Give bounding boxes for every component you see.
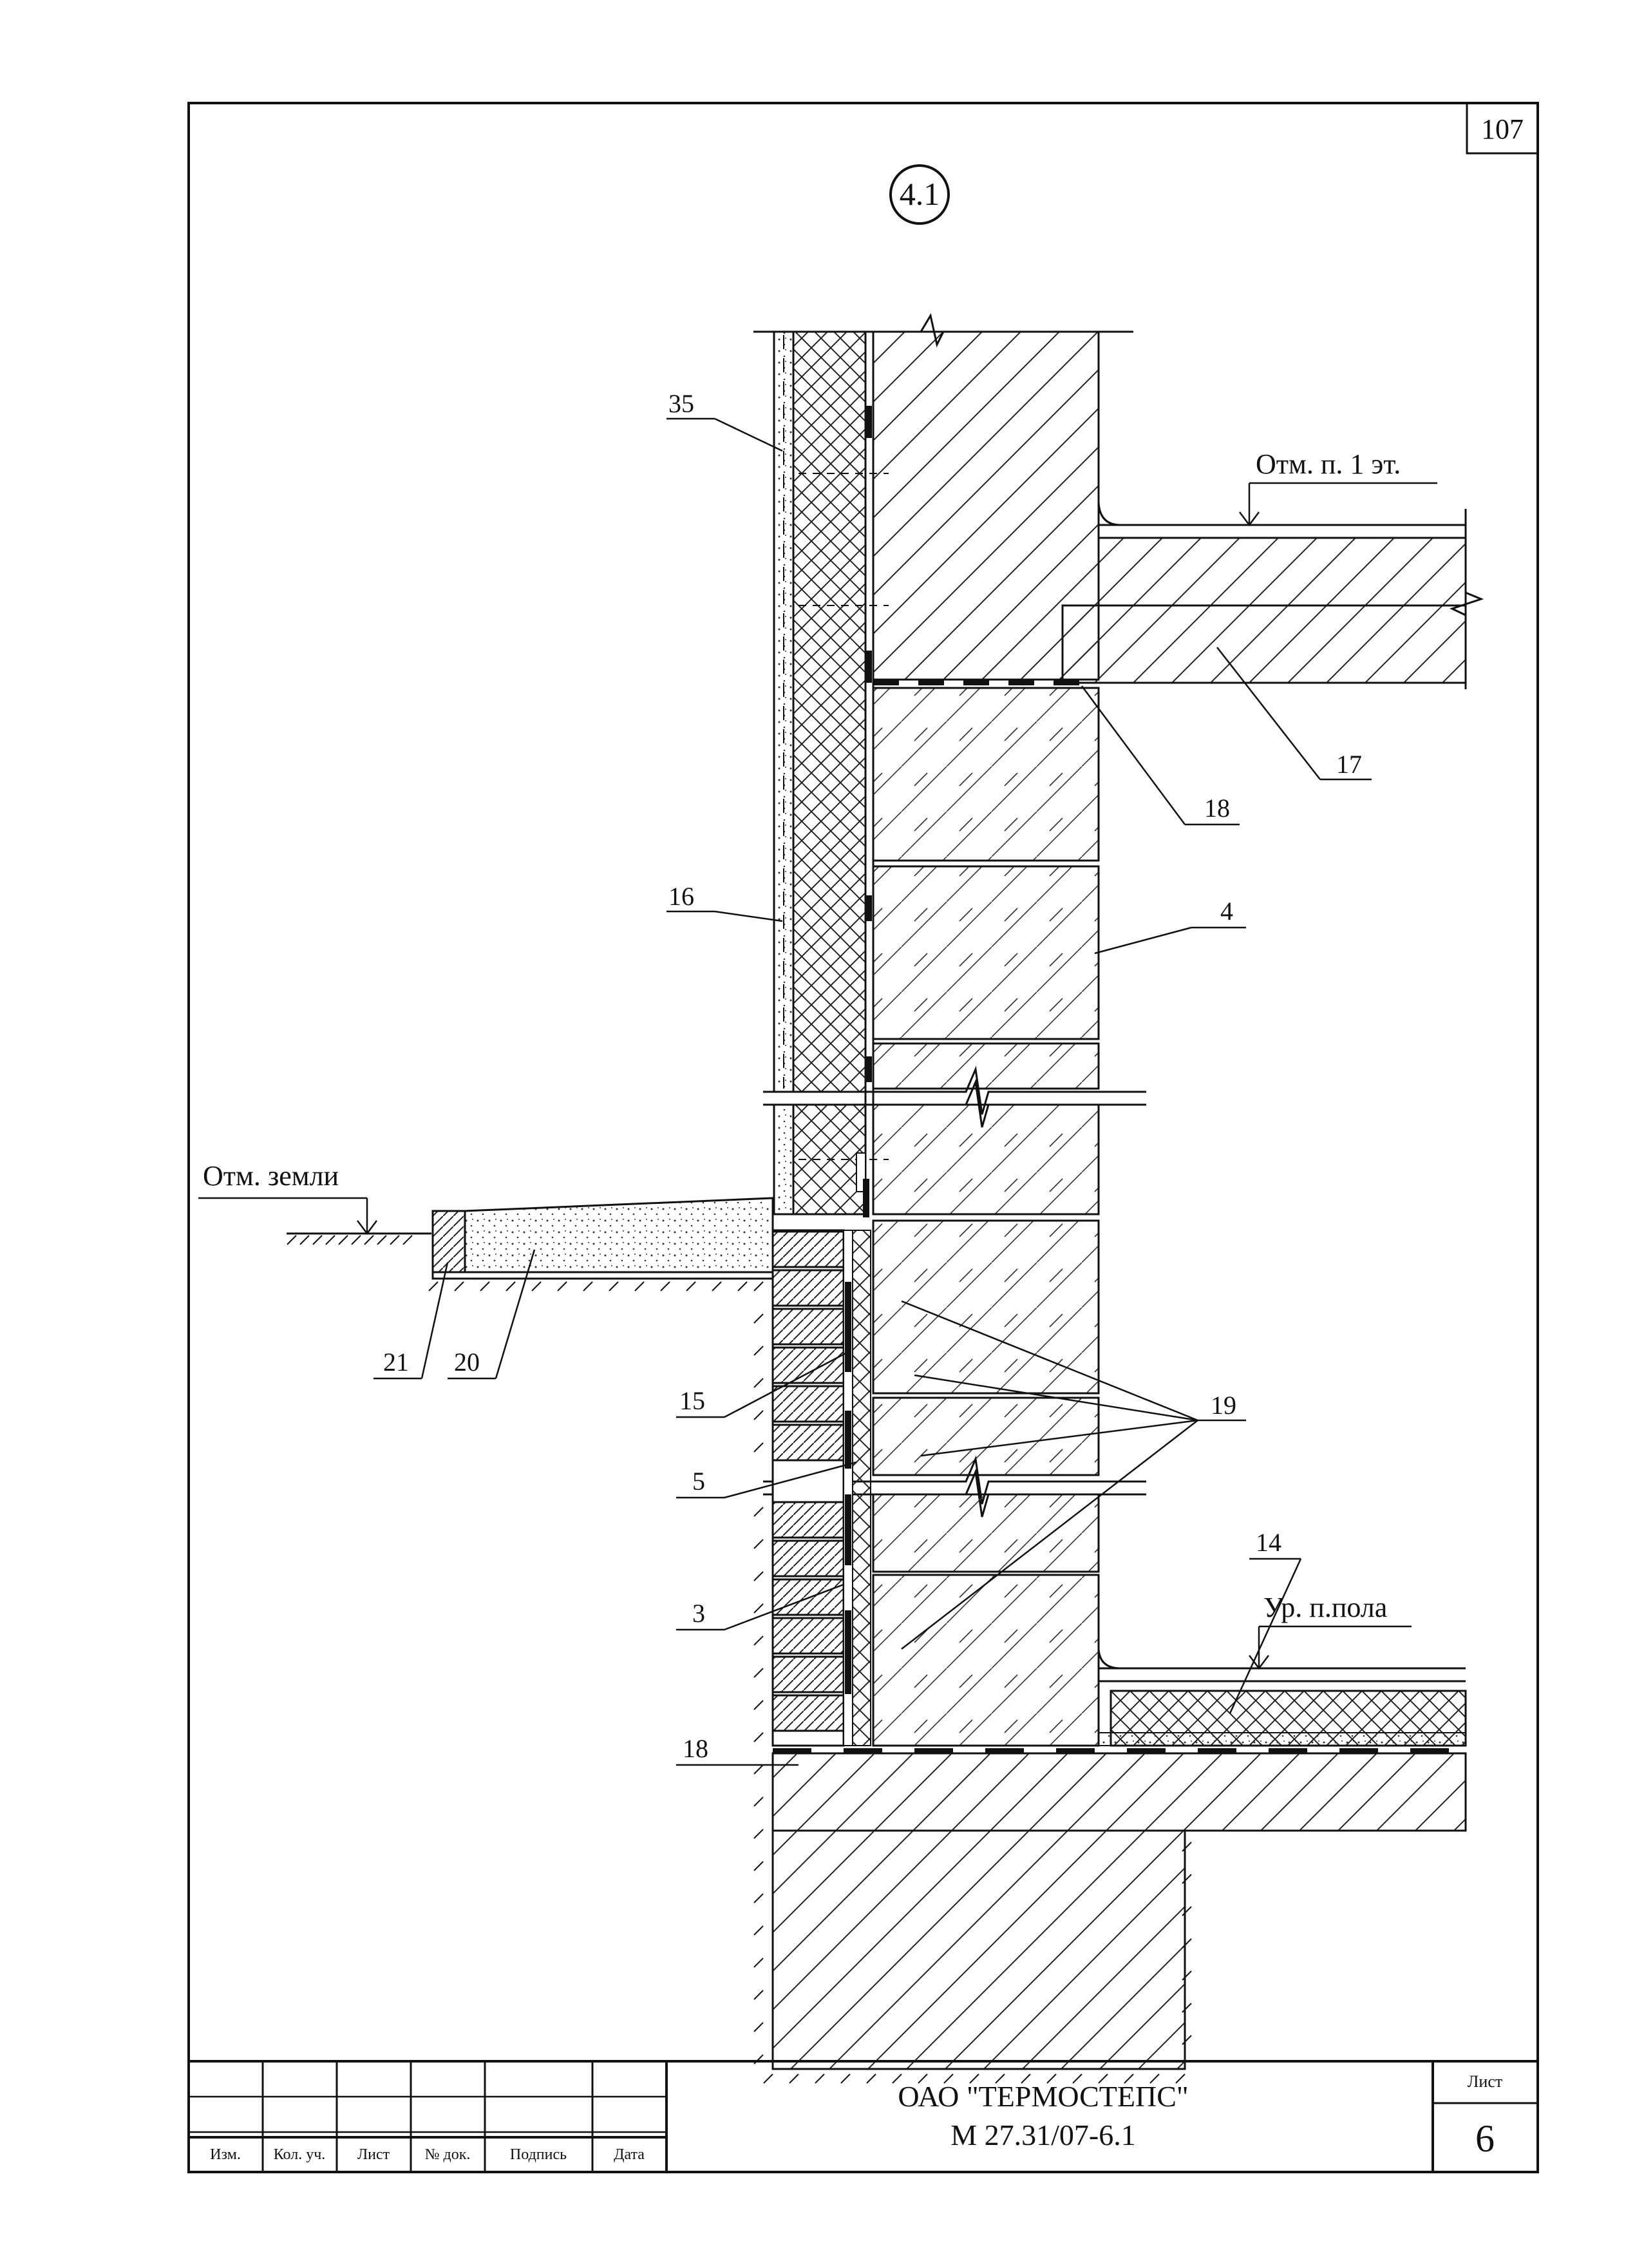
node-label: 4.1 bbox=[900, 176, 940, 212]
callout-19: 19 bbox=[901, 1300, 1246, 1650]
insulation-layer-upper bbox=[792, 330, 867, 1093]
svg-text:18: 18 bbox=[683, 1734, 708, 1763]
col-sign-label: Подпись bbox=[510, 2146, 567, 2163]
svg-text:5: 5 bbox=[692, 1467, 705, 1496]
block-wall-lower-5 bbox=[872, 1574, 1100, 1747]
level-mark-floor1: Отм. п. 1 эт. bbox=[1239, 448, 1437, 527]
sheet-frame bbox=[187, 102, 1539, 2173]
sheet-number: 6 bbox=[1475, 2117, 1495, 2160]
block-wall-upper-2 bbox=[872, 865, 1100, 1040]
title-block: Изм. Кол. уч. Лист № док. Подпись Дата О… bbox=[189, 2060, 1538, 2172]
foundation-block bbox=[771, 1829, 1186, 2070]
break-line-mid bbox=[763, 1065, 1146, 1115]
callout-20: 20 bbox=[448, 1249, 536, 1380]
svg-text:35: 35 bbox=[668, 389, 694, 418]
svg-text:3: 3 bbox=[692, 1599, 705, 1628]
callout-3: 3 bbox=[676, 1583, 844, 1631]
insulation-layer-lower bbox=[792, 1103, 867, 1215]
svg-text:16: 16 bbox=[668, 882, 694, 911]
callout-17: 17 bbox=[1216, 647, 1372, 781]
svg-text:21: 21 bbox=[383, 1348, 409, 1377]
callout-15: 15 bbox=[676, 1351, 847, 1418]
node-label-circle: 4.1 bbox=[889, 164, 950, 225]
corner-number: 107 bbox=[1481, 113, 1524, 145]
ground-blind-area bbox=[287, 1197, 774, 2064]
block-wall-lower-4 bbox=[872, 1493, 1100, 1573]
level-mark-floor: Ур. п.пола bbox=[1249, 1592, 1412, 1670]
block-wall-lower-1 bbox=[872, 1103, 1100, 1215]
svg-text:15: 15 bbox=[679, 1386, 705, 1415]
col-kol-label: Кол. уч. bbox=[274, 2146, 326, 2163]
level-ground-label: Отм. земли bbox=[203, 1160, 339, 1192]
xps-insulation-basement bbox=[852, 1230, 871, 1746]
callout-35: 35 bbox=[666, 389, 783, 452]
svg-text:18: 18 bbox=[1204, 794, 1230, 823]
brick-cladding bbox=[771, 1229, 845, 1747]
foundation-slab bbox=[771, 1752, 1467, 1832]
floor-beam bbox=[1061, 604, 1467, 684]
corner-number-box: 107 bbox=[1466, 102, 1539, 155]
block-wall-lower-3 bbox=[872, 1396, 1100, 1476]
block-wall-upper-1 bbox=[872, 687, 1100, 862]
level-floor1-label: Отм. п. 1 эт. bbox=[1256, 448, 1401, 480]
svg-text:17: 17 bbox=[1336, 750, 1362, 779]
callout-4: 4 bbox=[1094, 897, 1246, 955]
break-line-lower bbox=[763, 1455, 1146, 1505]
level-floor-label: Ур. п.пола bbox=[1263, 1592, 1387, 1623]
plaster-layer-lower bbox=[773, 1103, 795, 1215]
col-izm-label: Изм. bbox=[210, 2146, 241, 2163]
callout-18-top: 18 bbox=[1081, 685, 1240, 826]
floor-slab-1st bbox=[1097, 537, 1467, 607]
svg-text:20: 20 bbox=[454, 1348, 480, 1377]
callout-16: 16 bbox=[666, 882, 783, 922]
callout-14: 14 bbox=[1229, 1528, 1302, 1714]
level-mark-ground: Отм. земли bbox=[198, 1160, 377, 1235]
callout-21: 21 bbox=[373, 1262, 449, 1380]
concrete-wall-upper bbox=[872, 330, 1100, 681]
sheet-label: Лист bbox=[1468, 2072, 1502, 2091]
callout-18-bottom: 18 bbox=[676, 1734, 799, 1766]
svg-text:19: 19 bbox=[1211, 1391, 1236, 1420]
company-name: ОАО "ТЕРМОСТЕПС" bbox=[898, 2080, 1188, 2113]
col-list-label: Лист bbox=[357, 2146, 390, 2163]
ground-floor-construction bbox=[1098, 1667, 1467, 1747]
document-code: М 27.31/07-6.1 bbox=[950, 2119, 1136, 2151]
svg-text:14: 14 bbox=[1256, 1528, 1281, 1557]
col-date-label: Дата bbox=[614, 2146, 645, 2163]
callout-5: 5 bbox=[676, 1461, 857, 1499]
col-doc-label: № док. bbox=[425, 2146, 471, 2163]
svg-text:4: 4 bbox=[1220, 897, 1233, 926]
block-wall-upper-3 bbox=[872, 1042, 1100, 1090]
